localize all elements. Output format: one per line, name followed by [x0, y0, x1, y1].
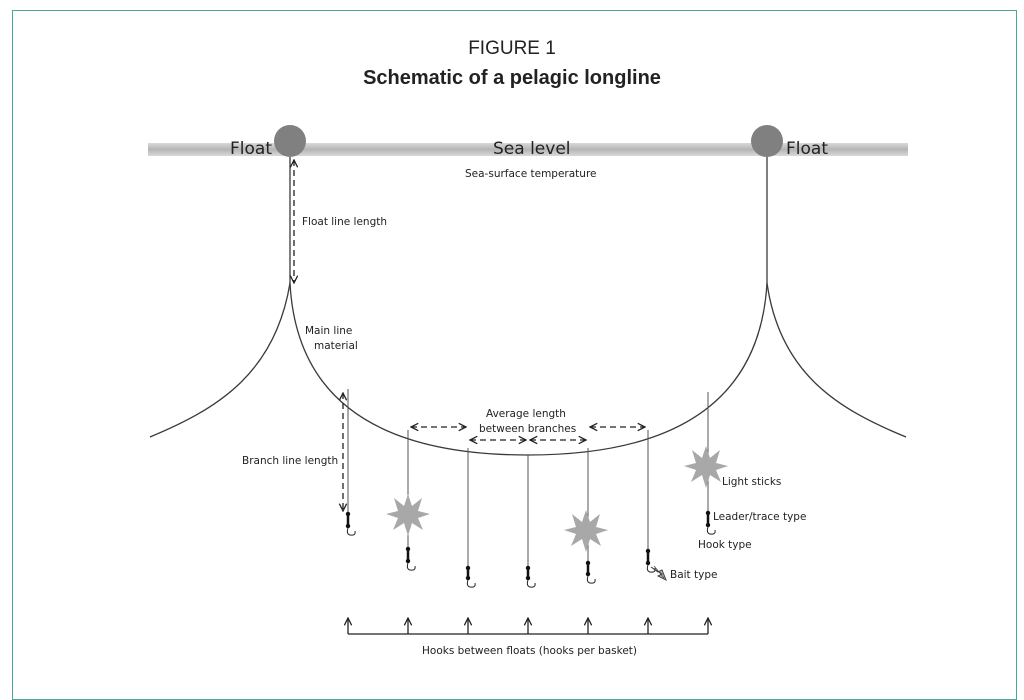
figure-label: FIGURE 1 — [468, 38, 556, 59]
main-line — [766, 282, 907, 438]
leader-trace-type-label: Leader/trace type — [713, 511, 806, 523]
float-right-label: Float — [786, 139, 828, 159]
average-length-label: Average length — [486, 408, 566, 420]
bait-fish-icon — [650, 565, 667, 582]
bait-type-label: Bait type — [670, 569, 717, 581]
longline-diagram: Float Float Sea level Sea-surface temper… — [148, 125, 908, 657]
light-sticks-label: Light sticks — [722, 476, 781, 488]
hook-assembly — [705, 510, 716, 535]
float-left-label: Float — [230, 139, 272, 159]
main-line — [149, 282, 291, 438]
hook-assembly — [525, 565, 536, 588]
hook-assembly — [465, 565, 476, 588]
sea-level-bar — [148, 143, 908, 156]
light-stick-icon — [386, 494, 430, 536]
hook-assembly — [585, 560, 596, 584]
hook-type-label: Hook type — [698, 539, 752, 551]
hook-assembly — [405, 546, 416, 571]
hooks-between-floats-label: Hooks between floats (hooks per basket) — [422, 645, 637, 657]
light-stick-icon — [564, 510, 608, 552]
float-left — [274, 125, 306, 157]
sea-level-label: Sea level — [493, 139, 571, 159]
figure-title: Schematic of a pelagic longline — [363, 67, 661, 89]
float-line-length-label: Float line length — [302, 216, 387, 228]
average-length-label: between branches — [479, 423, 576, 435]
hook-assembly — [345, 511, 356, 536]
main-line-material-label: material — [314, 340, 358, 352]
float-right — [751, 125, 783, 157]
hook-count-arrows — [348, 618, 708, 634]
light-stick-icon — [684, 446, 728, 488]
main-line-material-label: Main line — [305, 325, 352, 337]
sea-surface-temperature-label: Sea-surface temperature — [465, 168, 597, 180]
branch-line-length-label: Branch line length — [242, 455, 338, 467]
